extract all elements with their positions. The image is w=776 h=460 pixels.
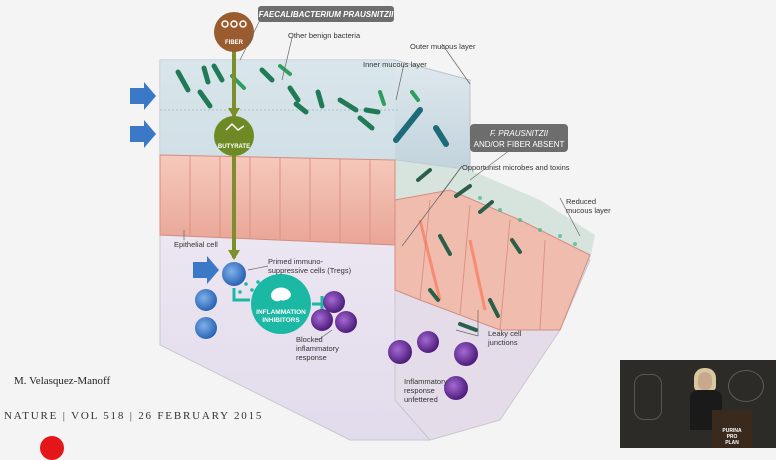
benign-bacteria: [175, 63, 381, 131]
leaky-label-1: Leaky cell: [488, 329, 522, 338]
epithelial-tissue-healthy: [159, 154, 396, 246]
arrow-marker-icon: [130, 82, 156, 110]
outer-mucous-label: Outer mucous layer: [410, 42, 476, 51]
blue-arrows: [130, 82, 219, 284]
inflammation-inhibitors: INFLAMMATION INHIBITORS: [251, 274, 311, 334]
absent-tag: [470, 124, 568, 152]
other-bacteria-label: Other benign bacteria: [288, 31, 361, 40]
reduced-label-2: mucous layer: [566, 206, 611, 215]
chalk-drawing-left: [634, 374, 662, 420]
fiber-badge: FIBER: [214, 12, 254, 52]
record-indicator-icon: [40, 436, 64, 460]
unfettered-label-2: response: [404, 386, 435, 395]
epithelial-tissue-damaged: [394, 189, 591, 331]
treg-cells: [195, 262, 246, 339]
gut-diagram: FIBER BUTYRATE INFLAMMATION INHIBITORS: [130, 6, 611, 441]
opportunist-microbes: [416, 168, 522, 332]
podium-brand-line2: PRO PLAN: [725, 434, 739, 446]
blocked-inflammatory-cells: [311, 291, 357, 333]
arrow-marker-icon: [193, 256, 219, 284]
unfettered-label-3: unfettered: [404, 395, 438, 404]
chalk-drawing-right: [728, 370, 764, 402]
blocked-label-3: response: [296, 353, 327, 362]
epithelial-label: Epithelial cell: [174, 240, 218, 249]
blocked-label-1: Blocked: [296, 335, 323, 344]
absent-label-2: AND/OR FIBER ABSENT: [474, 140, 565, 149]
faecalibacterium-label: FAECALIBACTERIUM PRAUSNITZII: [259, 10, 394, 19]
inner-mucous-label: Inner mucous layer: [363, 60, 427, 69]
faecalibacterium-tag: [258, 6, 394, 22]
unfettered-inflammatory-cells: [388, 331, 478, 400]
opportunist-label: Opportunist microbes and toxins: [462, 163, 570, 172]
speaker-head: [698, 372, 712, 390]
leaky-label-2: junctions: [487, 338, 518, 347]
blocked-label-2: inflammatory: [296, 344, 339, 353]
primed-label-1: Primed immuno-: [268, 257, 324, 266]
arrow-marker-icon: [130, 120, 156, 148]
podium: [712, 410, 752, 448]
inflammation-label-1: INFLAMMATION: [256, 309, 306, 316]
primed-label-2: suppressive cells (Tregs): [268, 266, 352, 275]
unfettered-label-1: Inflammatory: [404, 377, 448, 386]
butyrate-label: BUTYRATE: [218, 144, 250, 150]
fiber-label: FIBER: [225, 40, 244, 46]
butyrate-badge: BUTYRATE: [214, 116, 254, 156]
reduced-label-1: Reduced: [566, 197, 596, 206]
author-credit: M. Velasquez-Manoff: [14, 375, 111, 387]
faecalibacterium-bacteria: [393, 107, 449, 147]
podium-brand-line1: PURINA: [722, 428, 742, 434]
inflammation-label-2: INHIBITORS: [262, 317, 300, 324]
slide: FIBER BUTYRATE INFLAMMATION INHIBITORS: [130, 6, 611, 441]
speaker-video-thumbnail[interactable]: PURINA PRO PLAN: [620, 360, 776, 448]
absent-label-1: F. PRAUSNITZII: [490, 129, 549, 138]
journal-citation: NATURE | VOL 518 | 26 FEBRUARY 2015: [4, 410, 264, 422]
podium-logo: PURINA PRO PLAN: [720, 428, 744, 446]
